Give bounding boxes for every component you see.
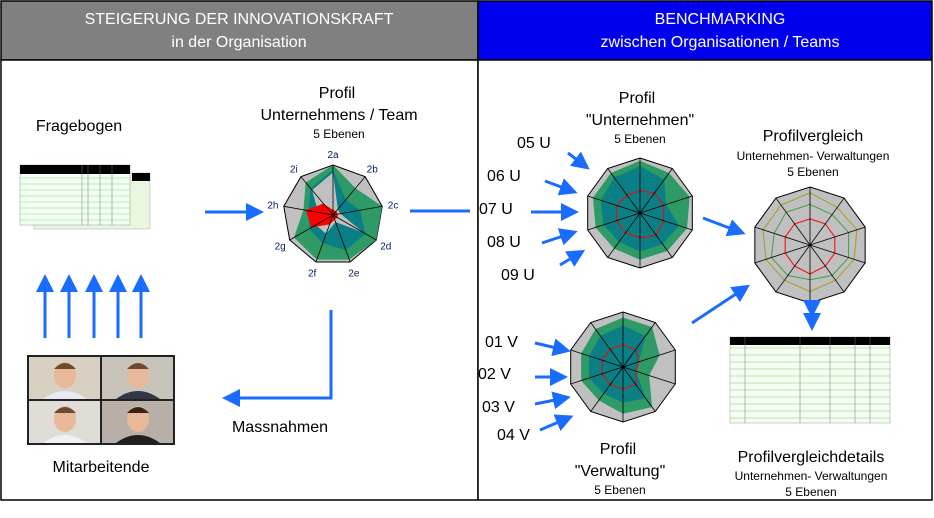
right-header [477,0,933,61]
radar-axis-label: 2b [367,164,379,175]
profil-v-subtitle: "Verwaltung" [575,463,666,480]
mitarbeitende-label: Mitarbeitende [53,459,150,476]
radar-spoke [809,244,866,264]
radar-chart-comparison [754,186,866,304]
verwaltung-label: 04 V [497,427,530,444]
radar-spoke [622,349,676,368]
verwaltung-label: 02 V [478,366,511,383]
profil-title: Profil [319,85,355,102]
profil-v-title: Profil [600,441,636,458]
radar-axis-label: 2h [267,200,278,211]
radar-spoke [607,168,641,214]
profil-u-subtitle: "Unternehmen" [586,112,694,129]
radar-spoke [622,322,656,368]
vergleich-levels: 5 Ebenen [787,165,838,179]
radar-spoke [809,244,845,293]
radar-spoke [332,176,366,216]
left-header [0,0,479,61]
radar-spoke [332,214,377,241]
radar-axis-label: 2f [308,268,317,279]
radar-spoke [639,195,693,214]
radar-spoke [590,322,624,368]
unternehmen-label: 08 U [487,234,521,251]
profil-v-levels: 5 Ebenen [594,483,645,497]
radar-chart-company-profile: 2a 2b 2c 2d 2e 2f 2g 2h 2i [267,150,398,279]
verwaltung-label: 03 V [482,399,515,416]
left-subtitle: in der Organisation [171,34,306,51]
profil-u-title: Profil [619,90,655,107]
details-title: Profilvergleichdetails [738,449,885,466]
employee-photo [29,401,100,443]
radar-spoke [570,366,624,385]
radar-spoke [570,349,624,368]
unternehmen-label: 07 U [479,201,513,218]
radar-spoke [639,168,673,214]
fragebogen-label: Fragebogen [36,118,122,135]
unternehmen-label: 09 U [501,267,535,284]
arrow-to-comparison-icon [691,284,751,325]
radar-spoke [283,205,334,216]
profil-u-levels: 5 Ebenen [614,132,665,146]
arrow-unternehmen-icon [544,178,578,196]
radar-spoke [315,214,334,263]
series-red [305,203,338,228]
arrow-massnahmen-icon [222,310,333,407]
vergleich-title: Profilvergleich [763,128,863,145]
radar-spoke [639,212,693,231]
radar-spoke [754,244,811,264]
profil-subtitle: Unternehmens / Team [260,107,417,124]
arrow-to-comparison-icon [702,216,746,237]
unternehmen-label: 06 U [487,168,521,185]
details-subtitle: Unternehmen- Verwaltungen [735,469,888,483]
radar-spoke [332,214,351,263]
radar-spoke [639,212,673,258]
radar-spoke [587,212,641,231]
radar-axis-label: 2c [388,200,399,211]
vergleich-subtitle: Unternehmen- Verwaltungen [737,149,890,163]
right-title: BENCHMARKING [655,11,786,28]
radar-spoke [607,212,641,258]
questionnaire-thumbnail [19,164,151,230]
series-teal [588,325,646,403]
arrow-verwaltung-icon [539,414,574,432]
unternehmen-label: 05 U [517,135,551,152]
arrow-verwaltung-icon [534,391,571,410]
radar-spoke [587,195,641,214]
employee-photo [102,401,173,443]
radar-chart-verwaltung [570,311,676,423]
employee-photo [29,357,100,399]
employee-photo [102,357,173,399]
radar-axis-label: 2a [327,150,339,161]
radar-spoke [590,366,624,412]
radar-spoke [754,226,811,246]
arrow-unternehmen-icon [541,228,578,246]
profil-levels: 5 Ebenen [313,127,364,141]
comparison-details-table [729,336,891,424]
radar-spoke [300,176,334,216]
employee-photos [27,355,175,445]
details-levels: 5 Ebenen [785,485,836,499]
right-panel [477,59,933,501]
radar-spoke [775,244,811,293]
radar-axis-label: 2i [290,164,298,175]
radar-spoke [289,214,334,241]
massnahmen-label: Massnahmen [232,419,328,436]
right-subtitle: zwischen Organisationen / Teams [601,34,840,51]
radar-spoke [332,205,383,216]
radar-spoke [809,197,845,246]
verwaltung-label: 01 V [485,334,518,351]
radar-chart-unternehmen [587,157,693,269]
radar-spoke [622,366,656,412]
radar-axis-label: 2e [348,268,360,279]
arrow-unternehmen-icon [567,151,590,170]
radar-spoke [775,197,811,246]
radar-spoke [809,226,866,246]
arrow-unternehmen-icon [559,249,586,267]
radar-spoke [622,366,676,385]
left-title: STEIGERUNG DER INNOVATIONSKRAFT [85,11,394,28]
arrow-verwaltung-icon [534,338,571,357]
radar-axis-label: 2d [380,242,391,253]
radar-axis-label: 2g [275,242,286,253]
